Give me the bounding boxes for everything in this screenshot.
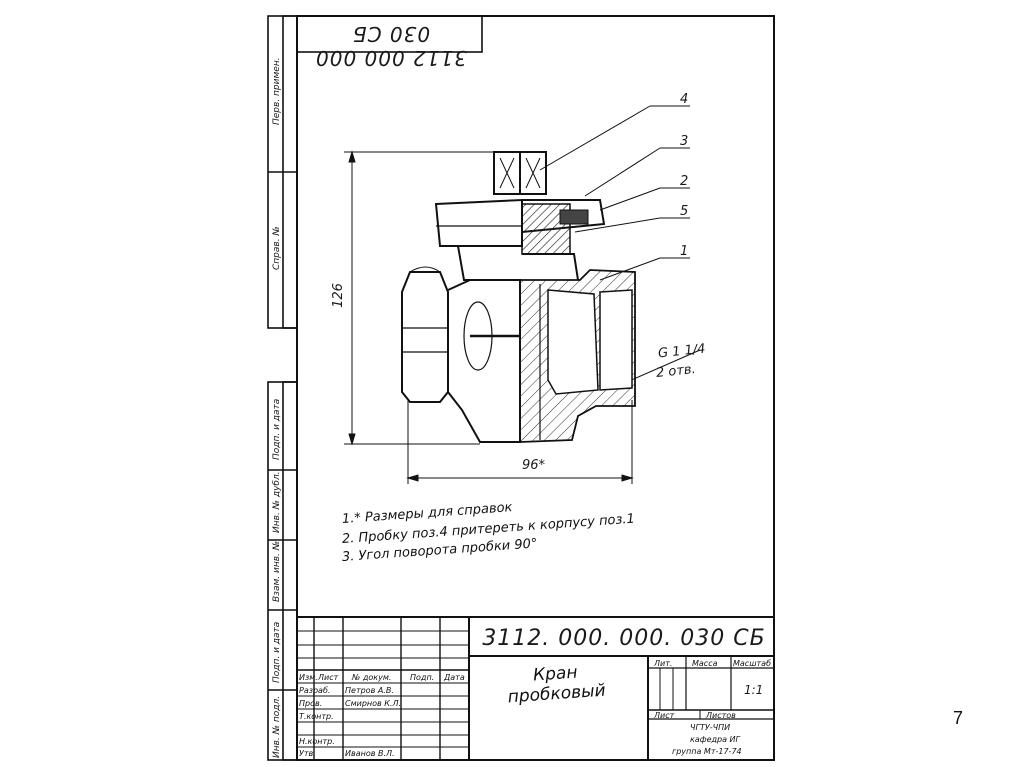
header-massa: Масса xyxy=(692,659,718,668)
row-role-nkontr: Н.контр. xyxy=(299,737,335,746)
page-number: 7 xyxy=(953,708,964,728)
side-label-sprav-no: Справ. № xyxy=(272,226,282,270)
header-izm: Изм. xyxy=(299,673,318,682)
header-list2: Лист xyxy=(654,711,675,720)
row-role-tkontr: Т.контр. xyxy=(299,712,334,721)
dimension-height: 126 xyxy=(330,283,346,308)
org-line-3: группа Мт-17-74 xyxy=(672,747,742,756)
side-stamp xyxy=(267,15,298,761)
callout-3: 3 xyxy=(680,134,689,149)
org-line-1: ЧГТУ-ЧПИ xyxy=(690,723,731,732)
side-label-inv-dubl: Инв. № дубл. xyxy=(272,471,282,533)
callout-1: 1 xyxy=(680,244,689,259)
scale-value: 1:1 xyxy=(744,683,764,697)
header-podp: Подп. xyxy=(410,673,435,682)
side-label-inv-podl: Инв. № подл. xyxy=(272,695,282,758)
row-role-utv: Утв. xyxy=(299,749,316,758)
row-name-prov: Смирнов К.Л. xyxy=(345,699,402,708)
valve-drawing xyxy=(401,151,636,443)
top-drawing-code: 3112 000 000 030 СБ xyxy=(315,22,467,70)
callout-leaders xyxy=(539,105,690,281)
side-label-podp-data-1: Подп. и дата xyxy=(272,398,282,460)
header-listov: Листов xyxy=(706,711,736,720)
top-code-box xyxy=(296,15,483,53)
org-line-2: кафедра ИГ xyxy=(690,735,740,744)
title-block-code: 3112. 000. 000. 030 СБ xyxy=(482,626,766,651)
title-block-grid xyxy=(297,616,774,760)
dimension-lines xyxy=(344,150,701,484)
side-label-podp-data-2: Подп. и дата xyxy=(272,621,282,683)
row-role-prov: Пров. xyxy=(299,699,323,708)
row-role-razrab: Разраб. xyxy=(299,686,331,695)
row-name-utv: Иванов В.Л. xyxy=(345,749,395,758)
callout-4: 4 xyxy=(680,92,689,107)
header-masshtab: Масштаб xyxy=(733,659,772,668)
header-lit: Лит. xyxy=(654,659,673,668)
dimension-width: 96* xyxy=(522,458,546,473)
side-label-vzam-inv: Взам. инв. № xyxy=(272,540,282,602)
header-data: Дата xyxy=(444,673,465,682)
callout-5: 5 xyxy=(680,204,689,219)
callout-2: 2 xyxy=(680,174,689,189)
side-label-perv-primen: Перв. примен. xyxy=(272,57,282,125)
header-doc-no: № докум. xyxy=(352,673,392,682)
row-name-razrab: Петров А.В. xyxy=(345,686,394,695)
header-list: Лист xyxy=(318,673,339,682)
